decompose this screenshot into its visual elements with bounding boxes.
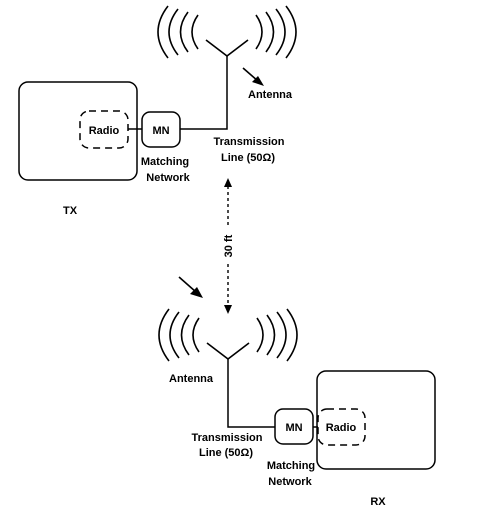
rx-side-label: RX bbox=[370, 496, 386, 508]
tx-line-label-2: Line (50Ω) bbox=[221, 152, 275, 164]
rx-antenna-label: Antenna bbox=[169, 373, 214, 385]
tx-antenna-label: Antenna bbox=[248, 89, 293, 101]
tx-side-label: TX bbox=[63, 205, 78, 217]
tx-transmission-line bbox=[180, 56, 228, 130]
rx-incoming-arrow-icon bbox=[178, 276, 203, 298]
tx-line-label-1: Transmission bbox=[214, 136, 285, 148]
distance-label: 30 ft bbox=[223, 234, 235, 257]
distance-marker: 30 ft bbox=[221, 178, 235, 314]
rx-radio-label: Radio bbox=[326, 422, 357, 434]
tx-section: Radio MN Matching Network Transmission L… bbox=[18, 5, 297, 217]
rx-line-label-2: Line (50Ω) bbox=[199, 447, 253, 459]
tx-antenna-arrow-icon bbox=[242, 67, 264, 86]
tx-matching-label-2: Network bbox=[146, 172, 190, 184]
rx-mn-label: MN bbox=[285, 422, 302, 434]
rx-device-box bbox=[316, 370, 436, 470]
tx-antenna-icon bbox=[157, 5, 297, 59]
distance-arrow-bottom-icon bbox=[224, 305, 232, 314]
rx-radio-box bbox=[317, 408, 366, 446]
rx-antenna-icon bbox=[158, 308, 298, 362]
rx-matching-label-1: Matching bbox=[267, 460, 315, 472]
tx-radio-label: Radio bbox=[89, 125, 120, 137]
distance-arrow-top-icon bbox=[224, 178, 232, 187]
rx-line-label-1: Transmission bbox=[192, 432, 263, 444]
tx-mn-label: MN bbox=[152, 125, 169, 137]
tx-device-box bbox=[18, 81, 138, 181]
rx-matching-label-2: Network bbox=[268, 476, 312, 488]
rx-transmission-line bbox=[227, 359, 275, 428]
tx-matching-label-1: Matching bbox=[141, 156, 189, 168]
rx-section: Antenna Transmission Line (50Ω) MN Radio… bbox=[158, 276, 436, 508]
